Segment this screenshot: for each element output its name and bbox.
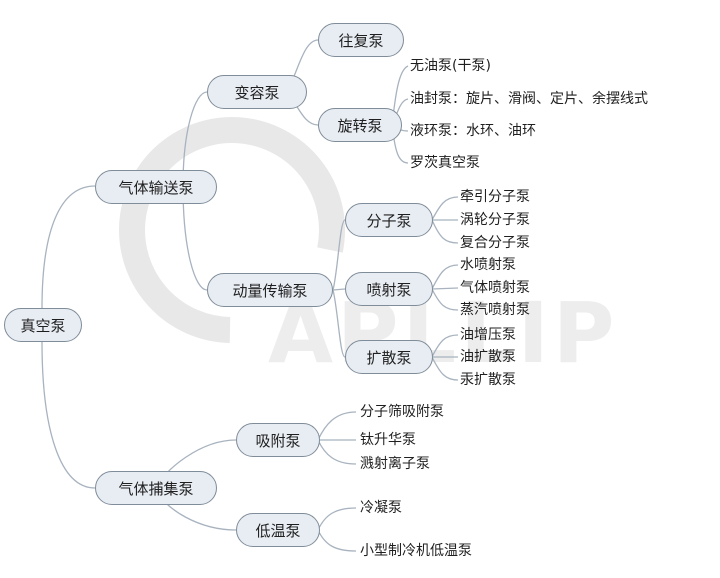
leaf-titanium-sublimation-pump[interactable]: 钛升华泵 <box>360 432 416 448</box>
node-molecular-pump[interactable]: 分子泵 <box>345 203 433 237</box>
leaf-gas-jet-pump[interactable]: 气体喷射泵 <box>460 280 530 296</box>
node-reciprocating-pump[interactable]: 往复泵 <box>318 23 404 57</box>
node-adsorption-pump[interactable]: 吸附泵 <box>236 423 320 457</box>
node-rotary-pump[interactable]: 旋转泵 <box>318 108 402 142</box>
node-cryogenic-pump[interactable]: 低温泵 <box>236 513 320 547</box>
leaf-liquid-ring-pump[interactable]: 液环泵：水环、油环 <box>410 123 536 139</box>
node-gas-capture-pump[interactable]: 气体捕集泵 <box>95 471 217 505</box>
leaf-oil-free-pump[interactable]: 无油泵(干泵) <box>410 58 491 74</box>
node-gas-transfer-pump[interactable]: 气体输送泵 <box>95 170 217 204</box>
leaf-molecular-sieve-pump[interactable]: 分子筛吸附泵 <box>360 404 444 420</box>
leaf-turbo-molecular-pump[interactable]: 涡轮分子泵 <box>460 212 530 228</box>
leaf-mercury-diffusion-pump[interactable]: 汞扩散泵 <box>460 372 516 388</box>
leaf-steam-jet-pump[interactable]: 蒸汽喷射泵 <box>460 302 530 318</box>
leaf-drag-molecular-pump[interactable]: 牵引分子泵 <box>460 189 530 205</box>
leaf-compound-molecular-pump[interactable]: 复合分子泵 <box>460 235 530 251</box>
leaf-oil-diffusion-pump[interactable]: 油扩散泵 <box>460 349 516 365</box>
node-momentum-transfer-pump[interactable]: 动量传输泵 <box>207 273 333 307</box>
leaf-condensation-pump[interactable]: 冷凝泵 <box>360 500 402 516</box>
root-node[interactable]: 真空泵 <box>4 308 82 342</box>
leaf-roots-vacuum-pump[interactable]: 罗茨真空泵 <box>410 155 480 171</box>
node-variable-volume-pump[interactable]: 变容泵 <box>207 75 307 109</box>
leaf-oil-booster-pump[interactable]: 油增压泵 <box>460 327 516 343</box>
leaf-small-refrigerator-cryopump[interactable]: 小型制冷机低温泵 <box>360 543 472 559</box>
node-diffusion-pump[interactable]: 扩散泵 <box>345 340 433 374</box>
node-jet-pump[interactable]: 喷射泵 <box>345 272 433 306</box>
leaf-water-jet-pump[interactable]: 水喷射泵 <box>460 257 516 273</box>
leaf-sputter-ion-pump[interactable]: 溅射离子泵 <box>360 456 430 472</box>
leaf-oil-sealed-pump[interactable]: 油封泵：旋片、滑阀、定片、余摆线式 <box>410 91 648 107</box>
